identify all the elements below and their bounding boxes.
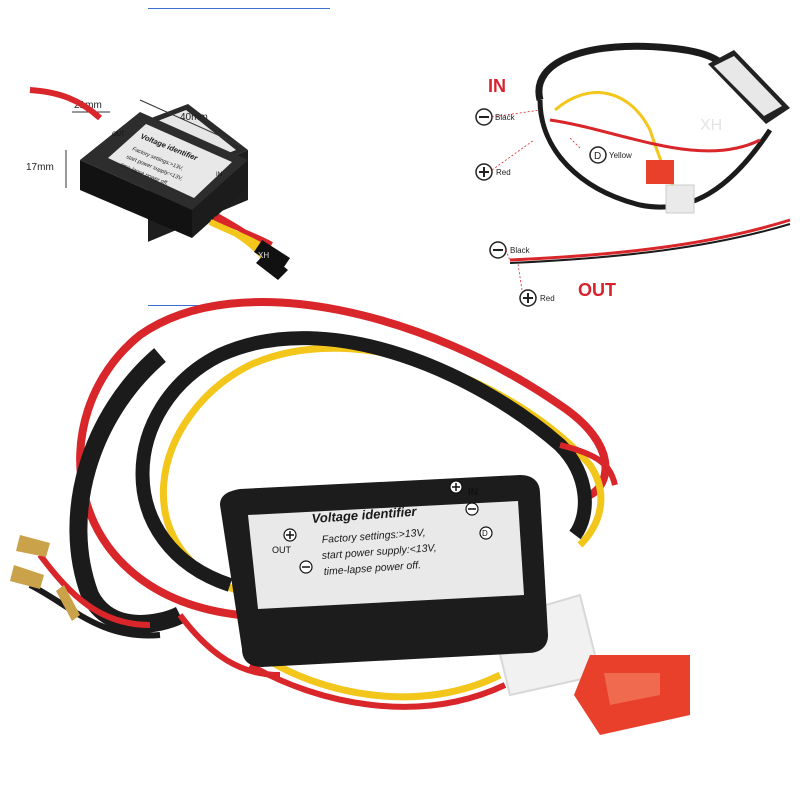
d-icon bbox=[589, 146, 607, 164]
main-red-loop bbox=[76, 298, 610, 619]
wiring-red-top bbox=[549, 118, 761, 153]
watermark-left: XH bbox=[258, 251, 269, 260]
dimension-labels: 21mm 40mm 17mm Voltage identifier Factor… bbox=[0, 0, 340, 300]
wiring-black-return bbox=[537, 99, 773, 210]
wiring-black-loop bbox=[535, 42, 738, 101]
wiring-fuse bbox=[646, 160, 674, 184]
terminal-1 bbox=[16, 535, 50, 557]
main-module-title: Voltage identifier bbox=[311, 504, 418, 526]
main-red-end bbox=[559, 442, 618, 486]
main-module: Voltage identifier Factory settings:>13V… bbox=[220, 475, 548, 667]
out-black-label: Black bbox=[510, 246, 531, 255]
fuse-highlight bbox=[604, 673, 660, 705]
main-d-symbol: D bbox=[482, 529, 488, 538]
wiring-in-label: IN bbox=[488, 76, 506, 96]
top-left-red-wire bbox=[29, 87, 103, 121]
height-label: 17mm bbox=[26, 162, 54, 173]
main-yellow-loop bbox=[159, 344, 605, 599]
main-module-out: OUT bbox=[272, 545, 292, 555]
in-red-label: Red bbox=[496, 168, 511, 177]
main-d-icon bbox=[479, 526, 493, 540]
main-bottom-red bbox=[248, 662, 507, 710]
main-bottom-yellow bbox=[258, 652, 502, 701]
top-left-connector bbox=[254, 240, 290, 270]
main-product-view: Voltage identifier Factory settings:>13V… bbox=[0, 295, 800, 800]
in-black-label: Black bbox=[495, 113, 516, 122]
main-left-black bbox=[28, 582, 161, 639]
module-top-left-in: IN bbox=[216, 172, 222, 178]
main-left-red bbox=[37, 553, 151, 628]
main-black-loop bbox=[135, 331, 592, 592]
terminal-2 bbox=[10, 565, 44, 589]
main-bottom-red-2 bbox=[177, 613, 281, 678]
watermark-right: XH bbox=[700, 117, 722, 134]
module-top-left-out: OUT bbox=[112, 132, 125, 138]
yellow-label: Yellow bbox=[609, 151, 632, 160]
out-red-label: Red bbox=[540, 294, 555, 303]
main-module-in: IN bbox=[468, 487, 478, 498]
wiring-fuse-holder bbox=[665, 184, 695, 214]
module-top-left: Voltage identifier Factory settings:>13V… bbox=[80, 112, 248, 238]
wiring-module bbox=[708, 50, 790, 124]
terminal-3 bbox=[56, 585, 80, 621]
main-label-plate bbox=[248, 501, 524, 609]
d-symbol: D bbox=[594, 151, 601, 162]
wiring-out-red bbox=[509, 218, 791, 262]
wiring-out-label: OUT bbox=[578, 280, 616, 300]
connector-plug bbox=[256, 252, 288, 280]
wiring-out-black bbox=[509, 223, 791, 264]
top-left-red-out-wire bbox=[213, 216, 273, 246]
width-label: 40mm bbox=[180, 112, 208, 123]
wiring-diagram: XH IN OUT Black Red D Yellow bbox=[470, 20, 792, 315]
